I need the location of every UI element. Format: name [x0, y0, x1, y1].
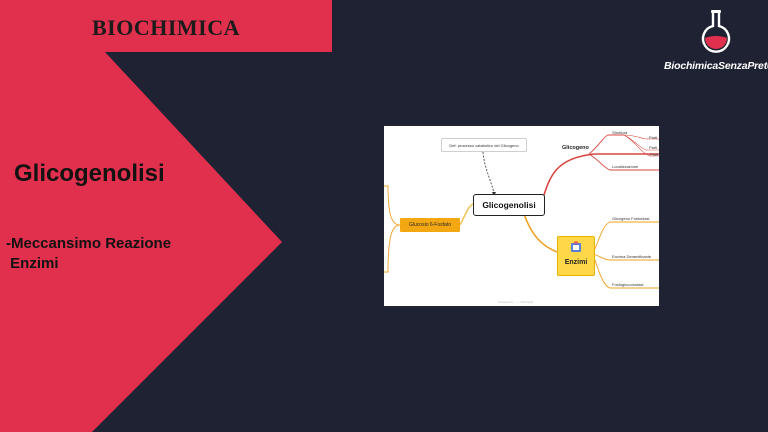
enzyme-leaf: Enzima Deramificante: [612, 254, 652, 259]
partial-leaf: Parti: [650, 152, 659, 157]
partial-leaf: Parti: [649, 135, 658, 140]
flask-icon: [701, 10, 731, 53]
mindmap-footer: Powered by - — Mindnight: [498, 300, 534, 304]
slide-title: Glicogenolisi: [14, 160, 165, 187]
topic-item: -Meccansimo Reazione: [6, 235, 172, 252]
enzimi-label: Enzimi: [564, 259, 588, 266]
brand-logo: BiochimicaSenzaPretese: [664, 6, 768, 76]
brand-name: BiochimicaSenzaPretese: [664, 60, 768, 72]
localizzazione-leaf: Localizzazione: [612, 164, 639, 169]
enzyme-leaf: Fosfoglucomutasi: [612, 282, 644, 287]
mindmap-screenshot: Def: processo catabolico del Glicogeno G…: [384, 126, 659, 306]
title-banner: [0, 0, 332, 52]
glucose-node: Glucosio 6-Fosfato: [400, 218, 460, 232]
arrow-body: [0, 52, 282, 432]
definition-note: Def: processo catabolico del Glicogeno: [441, 138, 527, 152]
glicogeno-branch: Glicogeno: [562, 145, 589, 151]
topic-list: -Meccansimo Reazione Enzimi: [6, 234, 171, 274]
enzyme-leaf: Glicogeno Fosforilasi: [612, 216, 650, 221]
central-node: Glicogenolisi: [473, 194, 545, 216]
struttura-leaf: Struttura: [612, 130, 628, 135]
enzimi-node: Enzimi: [557, 236, 595, 276]
flask-icon: [571, 241, 581, 252]
category-label: BIOCHIMICA: [92, 15, 241, 40]
partial-leaf: Parti: [649, 145, 658, 150]
topic-item: Enzimi: [6, 255, 59, 272]
mindmap-connectors: [384, 134, 659, 289]
